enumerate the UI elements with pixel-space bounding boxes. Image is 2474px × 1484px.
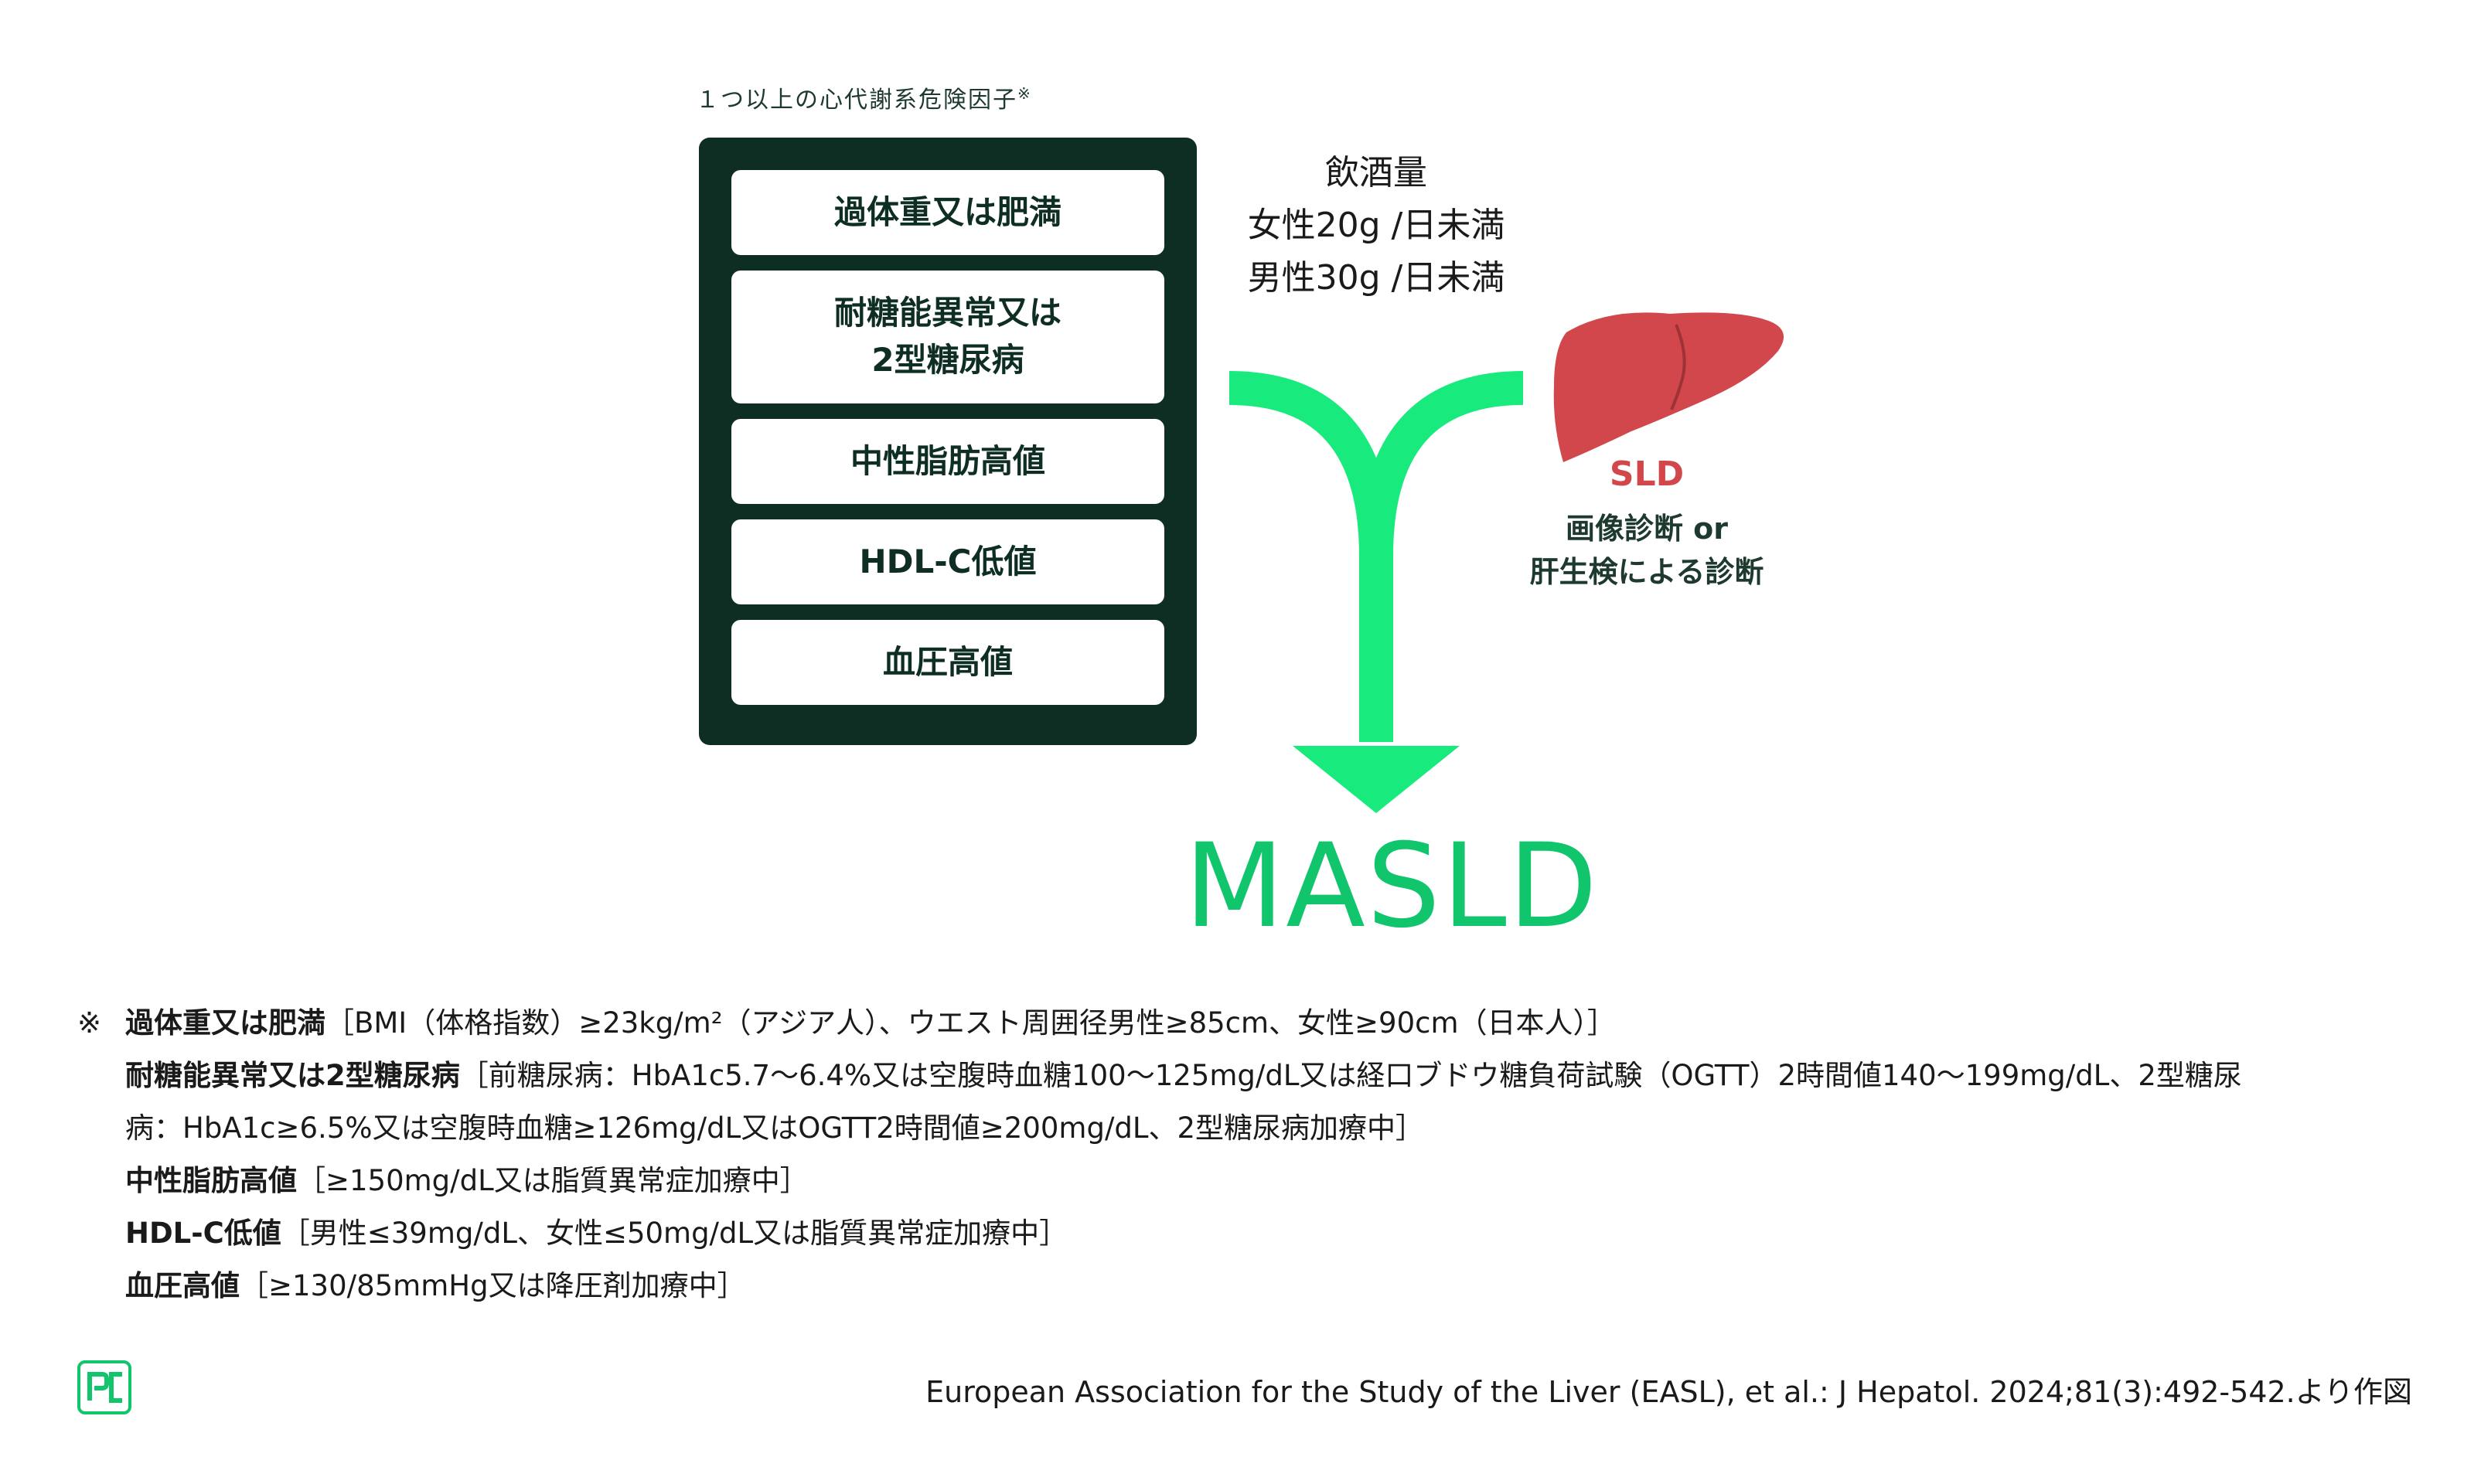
- footnote-detail: ［≥150mg/dL又は脂質異常症加療中］: [297, 1164, 809, 1197]
- merge-arrow-stem: [1228, 371, 1524, 742]
- footnote-detail: ［男性≤39mg/dL、女性≤50mg/dL又は脂質異常症加療中］: [281, 1217, 1068, 1250]
- source-citation: European Association for the Study of th…: [925, 1375, 2412, 1409]
- sld-diagnosis-line2: 肝生検による診断: [1529, 555, 1764, 589]
- risk-factors-panel: 過体重又は肥満 耐糖能異常又は 2型糖尿病 中性脂肪高値 HDL-C低値 血圧高…: [699, 138, 1197, 745]
- merge-arrow: [1228, 371, 1524, 813]
- risk-factors-caption: １つ以上の心代謝系危険因子※: [696, 80, 1032, 114]
- risk-factor-label: 中性脂肪高値: [850, 441, 1045, 480]
- alcohol-title: 飲酒量: [1325, 153, 1427, 192]
- liver-icon: [1553, 312, 1784, 462]
- sld-diagnosis: 画像診断 or 肝生検による診断: [1492, 507, 1801, 594]
- risk-factor-glucose: 耐糖能異常又は 2型糖尿病: [731, 271, 1164, 403]
- footnote-line: ※ 過体重又は肥満［BMI（体格指数）≥23kg/m²（アジア人）、ウエスト周囲径…: [77, 997, 2397, 1050]
- pc-logo-glyph: [87, 1372, 122, 1403]
- footnote-line: 病：HbA1c≥6.5%又は空腹時血糖≥126mg/dL又はOGTT2時間値≥2…: [77, 1102, 2397, 1155]
- risk-factor-blood-pressure: 血圧高値: [731, 620, 1164, 705]
- footnote-line: 血圧高値［≥130/85mmHg又は降圧剤加療中］: [77, 1260, 2397, 1312]
- risk-factor-label: HDL-C低値: [859, 542, 1037, 580]
- footnote-term: 過体重又は肥満: [125, 1006, 325, 1040]
- risk-factor-label-line2: 2型糖尿病: [871, 341, 1024, 379]
- risk-factor-overweight: 過体重又は肥満: [731, 170, 1164, 255]
- footnote-line: 耐糖能異常又は2型糖尿病［前糖尿病：HbA1c5.7〜6.4%又は空腹時血糖10…: [77, 1050, 2397, 1102]
- footnote-line: 中性脂肪高値［≥150mg/dL又は脂質異常症加療中］: [77, 1155, 2397, 1207]
- risk-factor-label: 血圧高値: [882, 642, 1013, 681]
- risk-factors-caption-text: １つ以上の心代謝系危険因子: [696, 87, 1017, 114]
- alcohol-male: 男性30g /日未満: [1247, 258, 1505, 298]
- pc-logo-icon: [77, 1360, 131, 1414]
- sld-diagnosis-line1: 画像診断 or: [1565, 512, 1729, 546]
- footnote-term: 中性脂肪高値: [125, 1164, 297, 1197]
- footnote-detail: ［≥130/85mmHg又は降圧剤加療中］: [240, 1269, 746, 1302]
- risk-factor-label: 耐糖能異常又は: [833, 294, 1062, 332]
- footnotes: ※ 過体重又は肥満［BMI（体格指数）≥23kg/m²（アジア人）、ウエスト周囲径…: [77, 997, 2397, 1312]
- footnote-term: 耐糖能異常又は2型糖尿病: [125, 1059, 460, 1092]
- footnote-term: 血圧高値: [125, 1269, 240, 1302]
- sld-label: SLD: [1609, 454, 1685, 494]
- merge-arrow-head: [1293, 746, 1460, 813]
- footnote-line: HDL-C低値［男性≤39mg/dL、女性≤50mg/dL又は脂質異常症加療中］: [77, 1207, 2397, 1260]
- footnote-detail: ［前糖尿病：HbA1c5.7〜6.4%又は空腹時血糖100〜125mg/dL又は…: [459, 1059, 2242, 1092]
- risk-factors-caption-mark: ※: [1017, 84, 1032, 103]
- risk-factor-hdl: HDL-C低値: [731, 519, 1164, 604]
- footnote-mark: ※: [77, 1006, 102, 1040]
- footnote-detail: ［BMI（体格指数）≥23kg/m²（アジア人）、ウエスト周囲径男性≥85cm、…: [325, 1006, 1617, 1040]
- alcohol-intake: 飲酒量 女性20g /日未満 男性30g /日未満: [1206, 147, 1546, 305]
- masld-label: MASLD: [1184, 819, 1600, 954]
- footnote-term: HDL-C低値: [125, 1217, 281, 1250]
- footnote-detail: 病：HbA1c≥6.5%又は空腹時血糖≥126mg/dL又はOGTT2時間値≥2…: [125, 1111, 1425, 1145]
- risk-factor-triglyceride: 中性脂肪高値: [731, 419, 1164, 504]
- alcohol-female: 女性20g /日未満: [1247, 206, 1505, 245]
- risk-factor-label: 過体重又は肥満: [833, 192, 1062, 231]
